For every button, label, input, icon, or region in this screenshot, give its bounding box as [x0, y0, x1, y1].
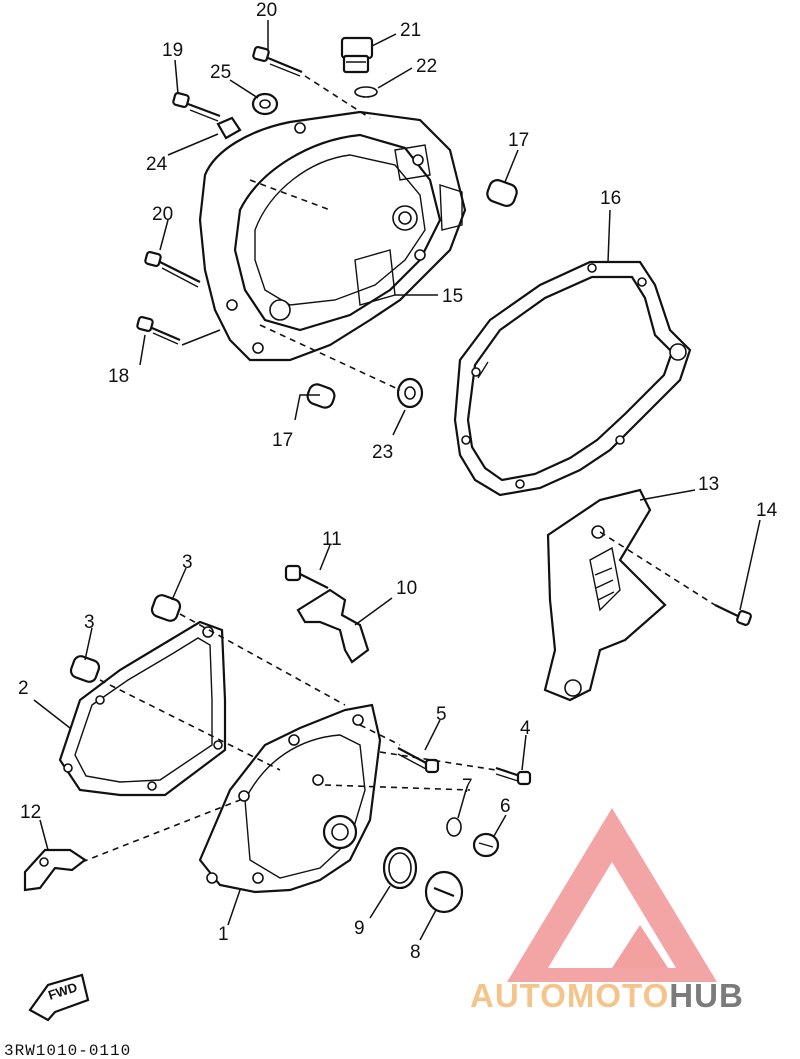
part-label-10: 10	[396, 578, 417, 599]
diagram-code: 3RW1010-0110	[4, 1042, 131, 1059]
oil-seal-part-25	[251, 92, 279, 116]
gasket-part-2	[58, 620, 227, 797]
bolt-part-18	[136, 315, 221, 346]
sprocket-cover-part-13	[543, 488, 667, 702]
clamp-part-12	[23, 799, 241, 892]
o-ring-part-9	[382, 846, 418, 890]
part-label-11: 11	[322, 529, 342, 550]
part-label-7: 7	[462, 776, 473, 797]
oil-seal-part-23	[259, 324, 424, 409]
o-ring-part-22	[354, 86, 378, 98]
part-label-22: 22	[416, 56, 437, 77]
part-labels: 20 21 22 19 25 24 17 20 15 16 18 17 23 1…	[18, 0, 778, 963]
leader-lines	[33, 20, 761, 941]
crankcase-cover-part-15	[198, 110, 467, 362]
part-label-21: 21	[400, 20, 421, 41]
generator-cover-part-1	[198, 703, 382, 894]
dowel-pin-part-3-lower	[69, 655, 101, 683]
part-label-23: 23	[372, 442, 393, 463]
part-label-20-top: 20	[256, 0, 277, 21]
part-label-12: 12	[20, 802, 41, 823]
part-label-20-side: 20	[152, 204, 173, 225]
part-label-25: 25	[210, 62, 231, 83]
part-label-2: 2	[18, 678, 29, 699]
part-label-24: 24	[146, 154, 168, 175]
watermark-text: AUTOMOTOHUB	[470, 977, 744, 1014]
bolt-part-20-side	[144, 250, 201, 288]
part-label-5: 5	[436, 704, 447, 725]
bolt-part-11	[284, 564, 329, 589]
watermark-prefix: AUTOMOTO	[470, 977, 669, 1014]
dowel-pin-part-17-right	[486, 179, 518, 207]
plug-part-8	[424, 870, 464, 914]
part-label-3-upper: 3	[182, 552, 193, 573]
part-label-1: 1	[218, 924, 229, 945]
o-ring-part-7	[446, 817, 462, 837]
part-label-9: 9	[354, 918, 365, 939]
part-label-16: 16	[600, 188, 621, 209]
gasket-part-16	[453, 260, 692, 497]
dowel-pin-part-3-upper	[150, 594, 182, 622]
clamp-part-10	[296, 588, 370, 664]
part-label-3-lower: 3	[84, 612, 95, 633]
plug-part-6	[472, 832, 500, 858]
oil-filler-cap-part-21	[340, 36, 374, 74]
part-label-6: 6	[500, 796, 511, 817]
watermark-suffix: HUB	[669, 977, 744, 1014]
bolt-part-4	[379, 751, 532, 786]
bolt-part-20-top	[252, 45, 371, 119]
part-label-19: 19	[162, 40, 183, 61]
bolt-part-19	[172, 91, 221, 122]
bolt-part-5	[397, 747, 440, 774]
part-label-18: 18	[108, 366, 129, 387]
dowel-pin-part-17-left	[306, 383, 336, 409]
watermark-logo: AUTOMOTOHUB	[470, 808, 744, 1014]
part-label-15: 15	[442, 286, 463, 307]
bolt-part-14	[599, 531, 752, 626]
fwd-arrow-icon: FWD	[28, 973, 90, 1022]
part-label-13: 13	[698, 474, 719, 495]
part-label-14: 14	[756, 500, 778, 521]
part-label-4: 4	[520, 718, 531, 739]
part-label-17-bottom: 17	[272, 430, 293, 451]
part-label-17-top: 17	[508, 130, 529, 151]
clip-part-24	[216, 116, 242, 140]
part-label-8: 8	[410, 942, 421, 963]
